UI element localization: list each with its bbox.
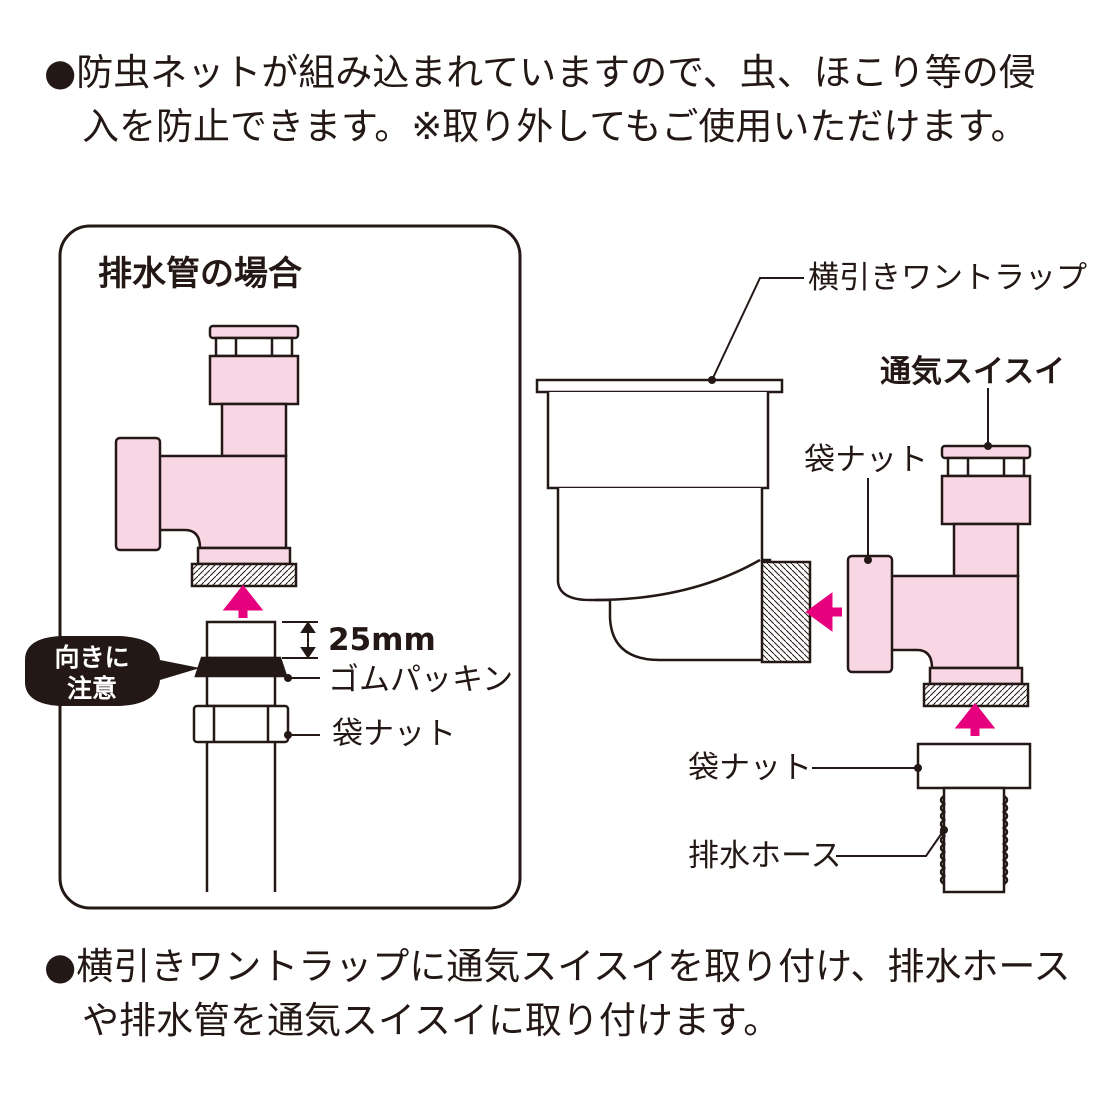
bottom-note: ●横引きワントラップに通気スイスイを取り付け、排水ホース や排水管を通気スイスイ… (44, 940, 1070, 1048)
trap-leader (711, 277, 804, 381)
caution-bubble: 向きに 注意 (25, 636, 200, 706)
trap-rim (535, 378, 784, 394)
inset-panel: 排水管の場合 (25, 224, 522, 910)
hose-label: 排水ホース (688, 838, 841, 874)
arrow-up-icon (954, 702, 996, 736)
inset-drain-pipe (192, 620, 290, 892)
arrow-left-icon (805, 592, 842, 632)
drain-hose (939, 786, 1009, 894)
top-note: ●防虫ネットが組み込まれていますので、虫、ほこり等の侵 入を防止できます。※取り… (44, 46, 1036, 154)
inset-pipe-nut (192, 704, 290, 744)
main-valve-collar (928, 666, 1024, 686)
trap-label: 横引きワントラップ (808, 260, 1087, 296)
bottom-note-line1: ●横引きワントラップに通気スイスイを取り付け、排水ホース (44, 945, 1071, 988)
main-valve-neck (952, 522, 1020, 578)
main-vent-valve (846, 444, 1032, 708)
inset-gasket-label: ゴムパッキン (328, 662, 513, 698)
inset-vent-valve (114, 324, 300, 588)
lower-nut-label: 袋ナット (688, 750, 812, 786)
inset-valve-thread (190, 562, 298, 588)
main-valve-thread (922, 682, 1030, 708)
caution-line1: 向きに (54, 643, 129, 672)
hose-nut (916, 742, 1032, 790)
inset-dimension (282, 621, 318, 659)
bottom-note-line2: や排水管を通気スイスイに取り付けます。 (82, 999, 781, 1042)
inset-rubber-gasket (194, 656, 288, 678)
caution-line2: 注意 (67, 674, 117, 703)
trap-bowl-upper (546, 392, 770, 490)
inset-valve-collar (196, 546, 292, 566)
inset-title: 排水管の場合 (98, 254, 302, 294)
horizontal-trap (535, 378, 812, 664)
hose-leader (836, 829, 945, 857)
top-note-line2: 入を防止できます。※取り外してもご使用いただけます。 (82, 105, 1028, 148)
trap-bowl-curve (594, 558, 761, 602)
product-label: 通気スイスイ (880, 354, 1065, 390)
inset-valve-side-flange (114, 436, 162, 552)
top-note-line1: ●防虫ネットが組み込まれていますので、虫、ほこり等の侵 (44, 51, 1036, 94)
upper-nut-label: 袋ナット (804, 442, 928, 478)
main-valve-cap-cage (946, 456, 1026, 478)
inset-arrow-up-icon (222, 584, 264, 618)
inset-valve-cap-cage (214, 336, 294, 358)
inset-nut-label: 袋ナット (332, 716, 456, 752)
trap-bowl-lower (556, 488, 772, 662)
inset-pipe-top (205, 620, 277, 660)
main-valve-upper-body (940, 474, 1032, 526)
main-valve-side-flange (846, 554, 894, 674)
inset-valve-upper-body (208, 354, 300, 406)
inset-valve-neck (220, 402, 288, 458)
inset-dimension-label: 25mm (328, 622, 436, 658)
trap-outlet-thread (760, 560, 812, 664)
inset-pipe-mid (205, 674, 277, 708)
main-valve-tee-body (880, 574, 1020, 670)
inset-valve-cap (208, 324, 300, 340)
